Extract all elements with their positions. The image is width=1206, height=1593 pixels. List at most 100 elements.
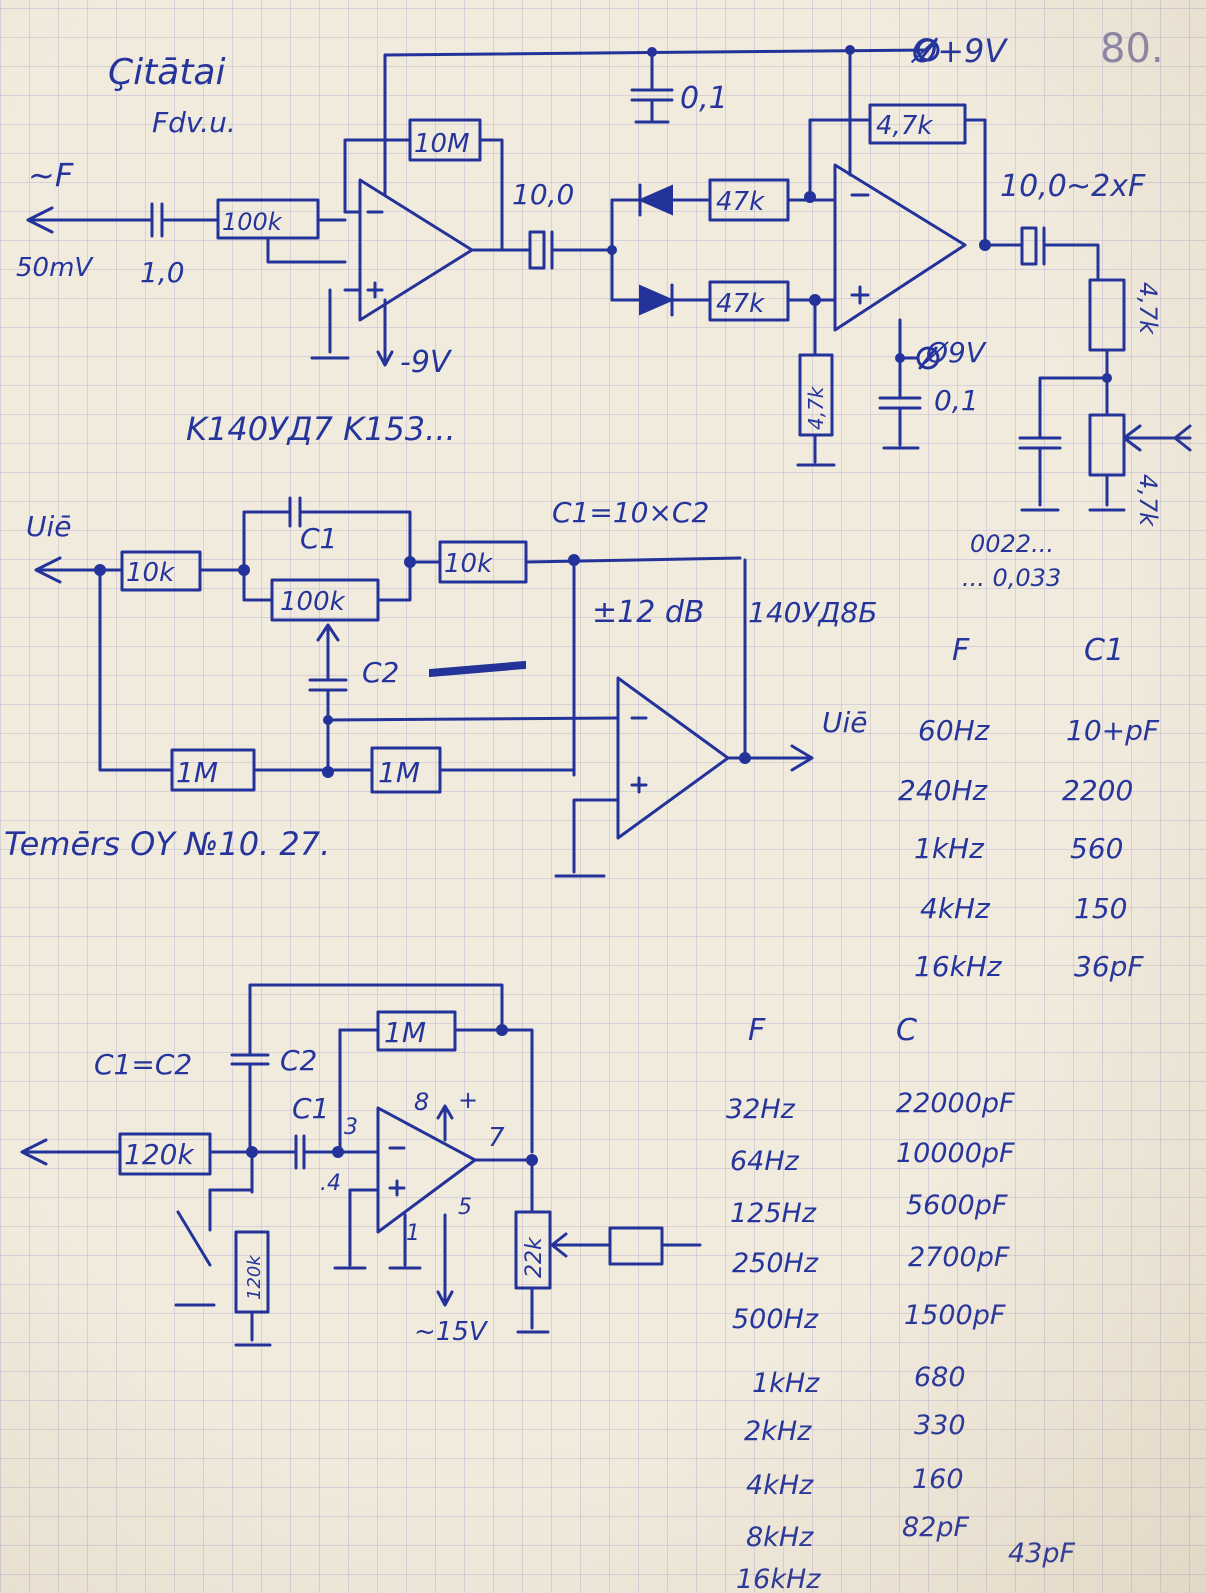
r4-label: 1M	[378, 756, 420, 789]
table2-row: 82pF	[902, 1512, 969, 1543]
capacitor-output	[983, 226, 1100, 282]
capacitor-filter	[1018, 436, 1062, 512]
input-signal-label: ~F	[28, 156, 74, 194]
pot-label: 100k	[280, 587, 346, 617]
diode-bottom	[610, 283, 712, 317]
r-out2-label: 4,7k	[1134, 474, 1162, 527]
reference-note: Temērs OY №10. 27.	[4, 825, 330, 863]
potentiometer-4-7k	[1088, 413, 1192, 512]
c2-label: C2	[362, 656, 399, 689]
r-fb2-label: 4,7k	[876, 111, 933, 141]
diode-top	[610, 183, 712, 217]
capacitor-0-1-neg	[878, 356, 922, 450]
table2-row: 680	[914, 1362, 966, 1393]
table2-row: 5600pF	[906, 1190, 1008, 1221]
c-coupling-label: 10,0	[512, 178, 574, 211]
table2-header-c: C	[896, 1013, 917, 1048]
table1-header-c1: C1	[1084, 633, 1124, 668]
table1-row: 1kHz	[914, 832, 985, 865]
opamp-1	[310, 53, 510, 367]
input-arrow-1	[26, 206, 152, 234]
table2-row: 160	[912, 1464, 964, 1495]
table2-row: 8kHz	[746, 1522, 814, 1553]
table1-row: 240Hz	[898, 774, 988, 807]
circuit1-title: Çitātai	[108, 52, 226, 93]
capacitor-input-1	[150, 202, 220, 238]
table1-rows: 60Hz 10+pF 240Hz 2200 1kHz 560 4kHz 150 …	[898, 714, 1160, 983]
output-signal-label: ~2xF	[1066, 169, 1146, 204]
circuit2-input-label: Uiē	[26, 510, 72, 543]
supply-terminal-pos	[916, 38, 940, 62]
table1-row: 4kHz	[920, 892, 991, 925]
table1-row: 60Hz	[918, 714, 991, 747]
input-arrow-2	[34, 556, 124, 584]
opamp-2	[808, 48, 987, 360]
table1-row: 16kHz	[914, 950, 1003, 983]
input-level-label: 50mV	[16, 253, 94, 283]
c-filter2-label: ... 0,033	[962, 564, 1061, 592]
gain-label: ±12 dB	[592, 595, 704, 630]
table2-rows: 32Hz 22000pF 64Hz 10000pF 125Hz 5600pF 2…	[726, 1088, 1075, 1593]
c3-pot-label: 22k	[522, 1236, 547, 1278]
table2-row: 125Hz	[730, 1198, 817, 1229]
supply-pos-label: Ø+9V	[910, 32, 1008, 70]
r-in-label: 100k	[222, 208, 283, 236]
circuit1-subtitle: Fdv.u.	[152, 106, 236, 139]
c3-c2-label: C2	[280, 1044, 317, 1077]
r-gnd-label: 4,7k	[804, 385, 828, 430]
r-d1-label: 47k	[716, 187, 765, 217]
opamp-4	[333, 1104, 534, 1307]
circuit-3	[20, 983, 702, 1347]
c-filter-label: 0022...	[970, 530, 1054, 558]
supply-terminal-neg	[916, 346, 940, 370]
table2-row: 16kHz	[736, 1564, 821, 1593]
table2-row: 64Hz	[730, 1146, 800, 1177]
c1-label: C1	[300, 522, 337, 555]
resistor-4-7k-ground	[796, 298, 836, 467]
table2-header-f: F	[748, 1013, 766, 1048]
circuit-1	[26, 38, 1192, 512]
pin-8: 8	[414, 1088, 429, 1116]
resistor-1M-feedback	[376, 1010, 457, 1052]
input-box	[608, 1226, 664, 1266]
circuit2-output-label: Uiē	[822, 706, 868, 739]
table2-row: 43pF	[1008, 1538, 1075, 1569]
capacitor-coupling	[506, 230, 614, 270]
c-in-label: 1,0	[140, 256, 185, 289]
chip-label-1: K140УД7 K153...	[186, 410, 456, 448]
r1-label: 10k	[126, 558, 175, 588]
table2-row: 1500pF	[904, 1300, 1006, 1331]
table1-header-f: F	[952, 633, 970, 668]
input-arrow-3	[20, 1138, 122, 1166]
capacitor-C1	[242, 496, 412, 572]
crossed-out-value	[429, 660, 526, 678]
table1-row: 36pF	[1074, 950, 1144, 983]
table2-row: 330	[914, 1410, 966, 1441]
supply-15v-label: ~15V	[414, 1317, 489, 1347]
c3-rgnd-label: 120k	[244, 1254, 265, 1300]
r3-label: 1M	[176, 756, 218, 789]
table1-row: 150	[1074, 892, 1127, 925]
pin-3: 3	[344, 1115, 358, 1140]
r-d2-label: 47k	[716, 289, 765, 319]
resistor-10M	[408, 118, 482, 162]
capacitor-C2-c3	[230, 1053, 270, 1154]
plus-sign: +	[458, 1086, 478, 1114]
resistor-120k-in	[118, 1132, 212, 1176]
table2-row: 2700pF	[908, 1242, 1010, 1273]
supply-neg-label: -9V	[400, 345, 453, 380]
c3-rfb-label: 1M	[384, 1016, 426, 1049]
c1-c2-formula: C1=10×C2	[552, 496, 709, 529]
table2-row: 32Hz	[726, 1094, 796, 1125]
table1-row: 560	[1070, 832, 1123, 865]
pin-1: 1	[406, 1221, 420, 1246]
table1-row: 2200	[1062, 774, 1133, 807]
pin-7: 7	[488, 1123, 505, 1153]
table2-row: 250Hz	[732, 1248, 819, 1279]
table2-row: 2kHz	[744, 1416, 812, 1447]
c1-c2-equal-formula: C1=C2	[94, 1048, 192, 1081]
opamp-3	[554, 558, 814, 878]
pin-5: 5	[458, 1195, 472, 1220]
